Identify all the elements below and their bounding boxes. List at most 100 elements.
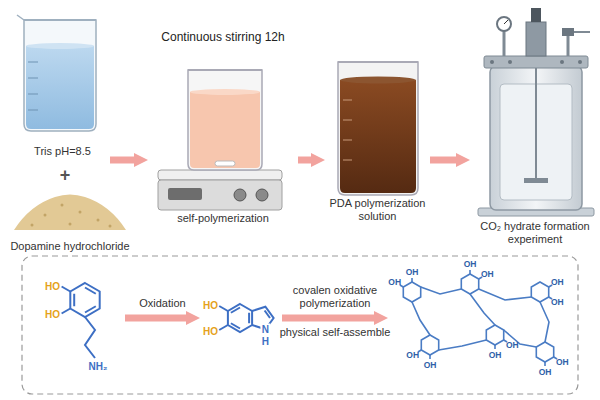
- magnetic-stirrer: [256, 189, 268, 201]
- beaker-node: Tris pH=8.5: [15, 12, 110, 167]
- atom-label: OH: [489, 350, 502, 360]
- atom-label: OH: [481, 269, 494, 279]
- hydrate-reactor: [490, 66, 582, 210]
- polydopamine-structure: [540, 302, 549, 342]
- pda-beaker: [340, 80, 416, 193]
- pda-beaker: [338, 61, 418, 63]
- polydopamine-structure: [536, 342, 553, 362]
- process-arrow: [110, 157, 134, 164]
- atom-label: N: [261, 324, 270, 335]
- dopamine-structure: [62, 283, 100, 358]
- tris-beaker: [26, 46, 94, 129]
- magnetic-stirrer: [168, 188, 202, 200]
- powder-pile: [14, 195, 126, 231]
- powder-pile: [31, 224, 34, 227]
- hydrate-reactor: [524, 178, 548, 183]
- hydrate-reactor: [478, 8, 594, 216]
- indole-structure: [231, 323, 240, 328]
- polydopamine-structure: [494, 345, 496, 349]
- tris-beaker: [26, 43, 94, 49]
- magnetic-stirrer: [158, 70, 282, 210]
- polydopamine-structure: [531, 282, 548, 302]
- mechanism-panel: [22, 256, 578, 394]
- atom-label: OH: [506, 340, 519, 350]
- magnetic-stirrer: [188, 69, 262, 71]
- process-note: physical self-assemble: [280, 326, 391, 339]
- process-arrow: [430, 157, 456, 164]
- tris-beaker: [28, 62, 38, 63]
- magnetic-stirrer: [188, 70, 262, 170]
- powder-pile: [69, 223, 72, 226]
- dopamine-structure: [62, 287, 71, 292]
- hydrate-reactor: [578, 60, 582, 64]
- tris-beaker: [17, 15, 96, 131]
- dopamine-structure: [85, 288, 96, 294]
- hydrate-reactor: [567, 36, 570, 56]
- arrow-label: Oxidation: [123, 297, 203, 310]
- step-label: PDA polymerization solution: [325, 197, 430, 223]
- indole-structure: [265, 311, 270, 319]
- reactor-node: CO₂ hydrate formation experiment: [470, 8, 600, 250]
- step-label: CO₂ hydrate formation experiment: [470, 220, 600, 246]
- step-heading: Continuous stirring 12h: [148, 30, 298, 45]
- hydrate-reactor: [526, 22, 546, 56]
- dopamine-structure: [85, 317, 95, 358]
- pda-beaker: [343, 100, 352, 101]
- process-arrow: [125, 315, 186, 322]
- dopamine-structure: [62, 309, 71, 314]
- powder-node: Dopamine hydrochloride: [5, 182, 135, 254]
- polydopamine-structure: [544, 362, 546, 366]
- indole-structure: [228, 304, 252, 332]
- polydopamine-structure: [479, 289, 532, 300]
- atom-label: HO: [45, 281, 60, 292]
- hydrate-reactor: [484, 56, 588, 68]
- molecule-node: HO HO NH₂: [30, 265, 125, 380]
- magnetic-stirrer: [158, 180, 282, 210]
- polydopamine-structure: [412, 302, 430, 335]
- tris-beaker: [28, 78, 38, 79]
- atom-label: OH: [551, 277, 564, 287]
- powder-pile: [109, 225, 112, 228]
- hydrate-reactor: [560, 60, 564, 64]
- step-label: self-polymerization: [148, 212, 298, 225]
- atom-label: OH: [464, 259, 477, 269]
- polydopamine-structure: [421, 335, 438, 355]
- polydopamine-structure: [470, 294, 495, 325]
- polydopamine-structure: [421, 287, 462, 294]
- mechanism-panel: [22, 256, 578, 394]
- magnetic-stirrer: [215, 161, 235, 166]
- process-arrow: [282, 315, 374, 322]
- tris-beaker: [17, 15, 24, 20]
- indole-structure: [219, 325, 228, 330]
- atom-label: HO: [45, 309, 60, 320]
- atom-label: NH₂: [89, 361, 108, 372]
- atom-label: OH: [424, 360, 437, 370]
- polydopamine-structure: [469, 270, 471, 274]
- magnetic-stirrer: [190, 92, 260, 168]
- beaker-node: PDA polymerization solution: [325, 55, 430, 230]
- pda-beaker: [340, 77, 416, 84]
- indole-structure: [248, 313, 250, 324]
- hydrate-reactor: [490, 60, 494, 64]
- hydrate-reactor: [503, 31, 506, 56]
- indole-structure: [231, 308, 240, 313]
- atom-label: HO: [203, 300, 218, 311]
- hydrate-reactor: [535, 68, 537, 180]
- pda-beaker: [343, 160, 352, 161]
- pda-beaker: [338, 62, 418, 195]
- dopamine-structure: [70, 283, 99, 317]
- hydrate-reactor: [562, 28, 574, 36]
- atom-label: OH: [406, 350, 419, 360]
- dopamine-structure: [73, 294, 75, 307]
- atom-label: OH: [388, 277, 401, 287]
- powder-pile: [97, 219, 100, 222]
- pda-beaker: [343, 120, 352, 121]
- pda-beaker: [338, 62, 418, 195]
- powder-pile: [44, 214, 47, 217]
- hydrate-reactor: [497, 17, 511, 31]
- polydopamine-structure: [411, 278, 413, 282]
- dopamine-structure: [85, 306, 96, 312]
- powder-pile: [79, 211, 82, 214]
- process-arrow: [298, 157, 311, 164]
